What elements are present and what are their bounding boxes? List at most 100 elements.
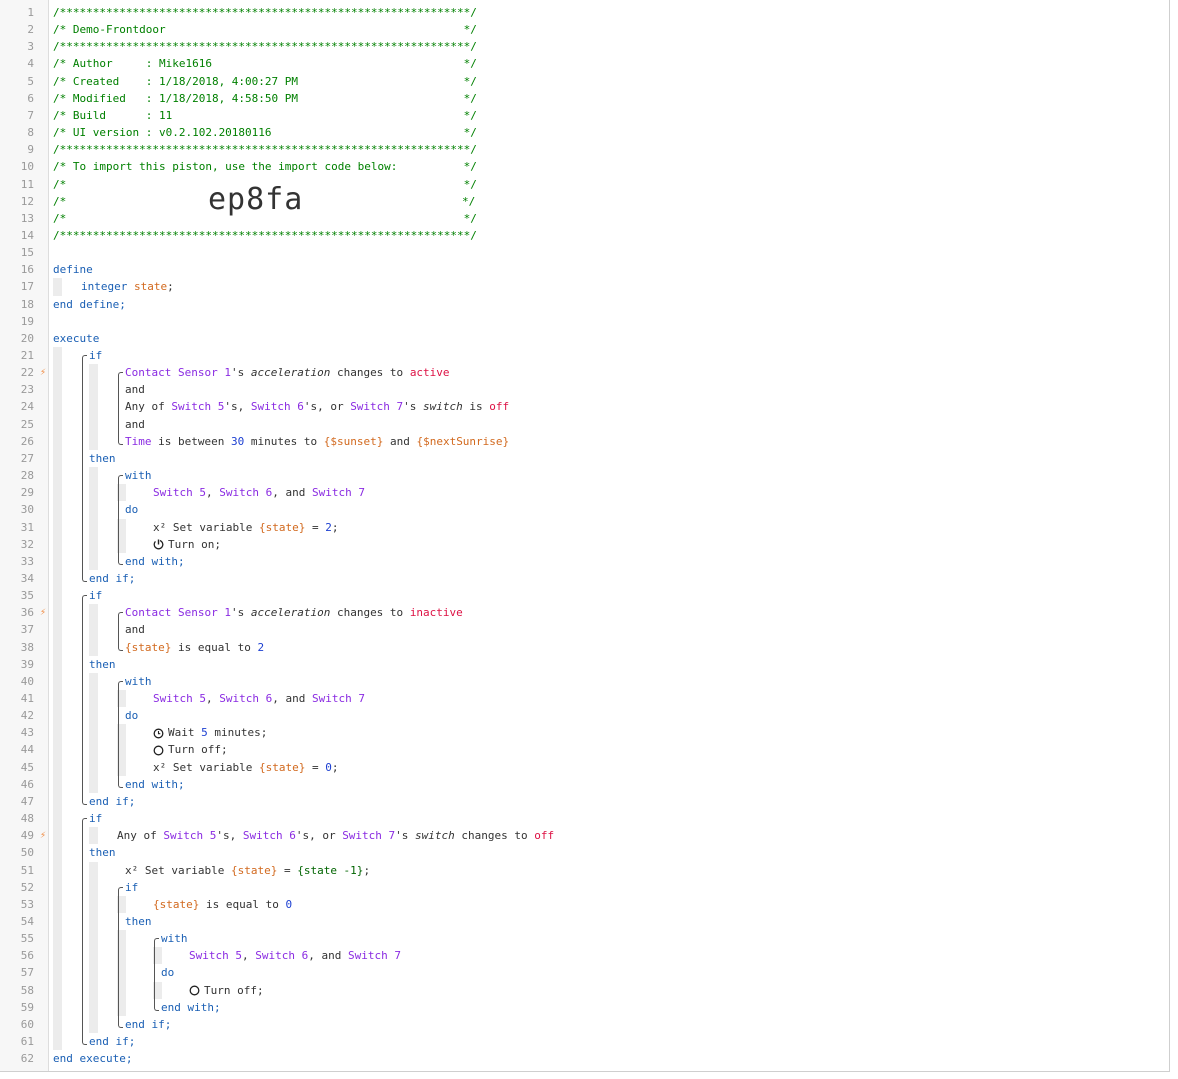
line-number: 43 [20, 726, 34, 740]
device-switch5: Switch 5 [163, 829, 217, 843]
keyword-end-with: end with; [161, 1000, 221, 1014]
token-time: Time [125, 434, 152, 448]
indent-guide [117, 484, 126, 502]
value-sunset: {$sunset} [323, 434, 384, 448]
line-number: 57 [20, 966, 34, 980]
token-punct [127, 280, 134, 293]
indent-guide [89, 604, 98, 656]
line-number: 42 [20, 709, 34, 723]
token-l7: /* Build : 11 */ [53, 108, 477, 122]
line-number: 54 [20, 914, 34, 928]
line-number: 50 [20, 846, 34, 860]
token-semi: ; [331, 760, 339, 774]
keyword-end-if: end if; [89, 1035, 136, 1048]
value-next-sunrise: {$nextSunrise} [416, 434, 510, 448]
indent-guide [117, 518, 126, 553]
line-number: 33 [20, 554, 34, 568]
line-number: 13 [20, 211, 34, 225]
token-changes-to: changes to [330, 366, 410, 380]
code-line: execute [53, 330, 99, 347]
token-l3: /***************************************… [53, 40, 477, 54]
token-acceleration: acceleration [250, 606, 331, 620]
code-line: end if; [89, 570, 135, 587]
code-line: Switch 5, Switch 6, and Switch 7 [153, 484, 365, 501]
line-number: 18 [20, 297, 34, 311]
line-number: 39 [20, 657, 34, 671]
keyword-integer: integer [81, 280, 128, 294]
token-changes-to: changes to [454, 829, 535, 843]
line-number: 35 [20, 589, 34, 603]
token-l11: /* */ [53, 177, 477, 191]
line-number: 24 [20, 400, 34, 414]
indent-guide [153, 981, 162, 999]
code-line: and [125, 416, 145, 433]
indent-guide [117, 724, 126, 776]
circle-off-icon [189, 985, 200, 996]
device-contact-sensor: Contact Sensor 1 [125, 606, 231, 620]
code-line: end if; [125, 1016, 171, 1033]
device-switch6: Switch 6 [219, 692, 273, 705]
value-two: 2 [325, 520, 332, 534]
token-changes-to: changes to [330, 606, 410, 620]
code-line: then [89, 656, 116, 673]
line-number: 45 [20, 760, 34, 774]
token-any-of: Any of [117, 829, 164, 843]
token-eq: = [305, 520, 326, 534]
code-line: end with; [161, 999, 221, 1016]
line-number: 40 [20, 674, 34, 688]
line-number: 7 [27, 108, 34, 122]
keyword-then: then [89, 451, 116, 465]
line-number: 55 [20, 932, 34, 946]
code-line: /* UI version : v0.2.102.20180116 */ [53, 124, 477, 141]
keyword-then: then [89, 657, 116, 671]
line-number: 5 [27, 74, 34, 88]
code-line: if [125, 879, 138, 896]
code-line: Turn on; [153, 536, 221, 553]
variable-state-ref: {state} [258, 520, 306, 534]
device-switch7: Switch 7 [347, 949, 401, 963]
code-line: Contact Sensor 1's acceleration changes … [125, 604, 463, 621]
keyword-end-if: end if; [125, 1017, 172, 1031]
indent-guide [117, 895, 126, 913]
code-line: /* Demo-Frontdoor */ [53, 21, 477, 38]
block-bracket [82, 818, 87, 1045]
line-number: 6 [27, 91, 34, 105]
line-number: 37 [20, 623, 34, 637]
token-l10: /* To import this piston, use the import… [53, 160, 477, 174]
line-number: 11 [20, 177, 34, 191]
device-contact-sensor: Contact Sensor 1 [125, 366, 231, 380]
comment-close: */ [462, 194, 476, 208]
token-s-comma: 's, [216, 829, 243, 843]
indent-guide [89, 827, 98, 845]
indent-guide [53, 347, 62, 1051]
line-number: 38 [20, 640, 34, 654]
code-line: Any of Switch 5's, Switch 6's, or Switch… [125, 398, 509, 415]
value-active: active [409, 366, 450, 380]
line-number: 31 [20, 520, 34, 534]
line-number: 51 [20, 863, 34, 877]
device-switch5: Switch 5 [171, 400, 225, 414]
indent-guide [89, 467, 98, 570]
token-comma: , [241, 949, 256, 963]
line-number: 48 [20, 812, 34, 826]
token-x2: x² [153, 760, 167, 774]
line-number: 9 [27, 143, 34, 157]
token-set-variable: Set variable [172, 760, 259, 774]
token-s-or: 's, or [295, 829, 343, 843]
token-punct [166, 521, 173, 534]
code-line: do [125, 707, 138, 724]
value-zero: 0 [285, 897, 293, 911]
device-switch6: Switch 6 [219, 486, 273, 500]
line-number: 58 [20, 983, 34, 997]
token-l14: /***************************************… [53, 228, 477, 242]
line-number: 56 [20, 949, 34, 963]
code-line: x² Set variable {state} = 0; [153, 759, 338, 776]
token-l13: /* */ [53, 211, 477, 225]
value-off: off [489, 400, 510, 414]
block-bracket [82, 595, 87, 805]
code-line: /* Modified : 1/18/2018, 4:58:50 PM */ [53, 90, 477, 107]
keyword-end-define: end define; [53, 297, 126, 311]
token-s-comma: 's, [224, 400, 251, 414]
line-number: 62 [20, 1052, 34, 1066]
token-comma-and: , and [272, 486, 312, 500]
